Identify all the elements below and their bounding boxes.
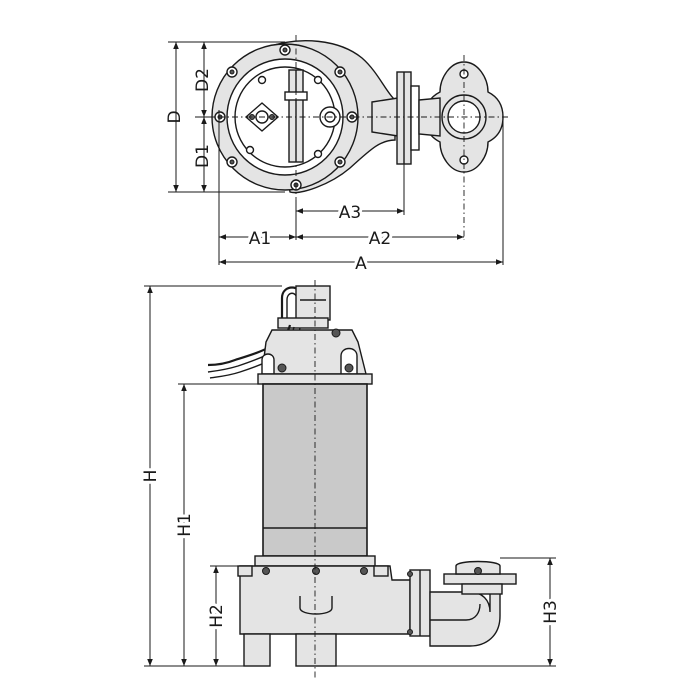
front-outlet-flange	[443, 573, 517, 585]
label-h1: H1	[175, 513, 195, 537]
label-h2: H2	[207, 604, 227, 628]
label-d1: D1	[193, 144, 213, 168]
label-h3: H3	[541, 600, 561, 624]
front-dimensions: H H1 H2 H3	[138, 285, 564, 667]
label-a3: A3	[339, 203, 361, 223]
front-cable-gland	[295, 285, 331, 321]
label-a1: A1	[249, 229, 271, 249]
top-dimensions: D D2 D1 A3 A1 A2 A	[165, 41, 504, 277]
front-foot-left	[243, 633, 271, 667]
label-a2: A2	[369, 229, 391, 249]
label-h: H	[141, 470, 161, 483]
top-view	[205, 35, 510, 240]
label-d: D	[165, 110, 185, 123]
label-a: A	[355, 254, 367, 274]
front-view	[207, 280, 517, 680]
top-bolts	[214, 44, 358, 191]
front-foot-right	[295, 633, 337, 667]
label-d2: D2	[193, 68, 213, 92]
